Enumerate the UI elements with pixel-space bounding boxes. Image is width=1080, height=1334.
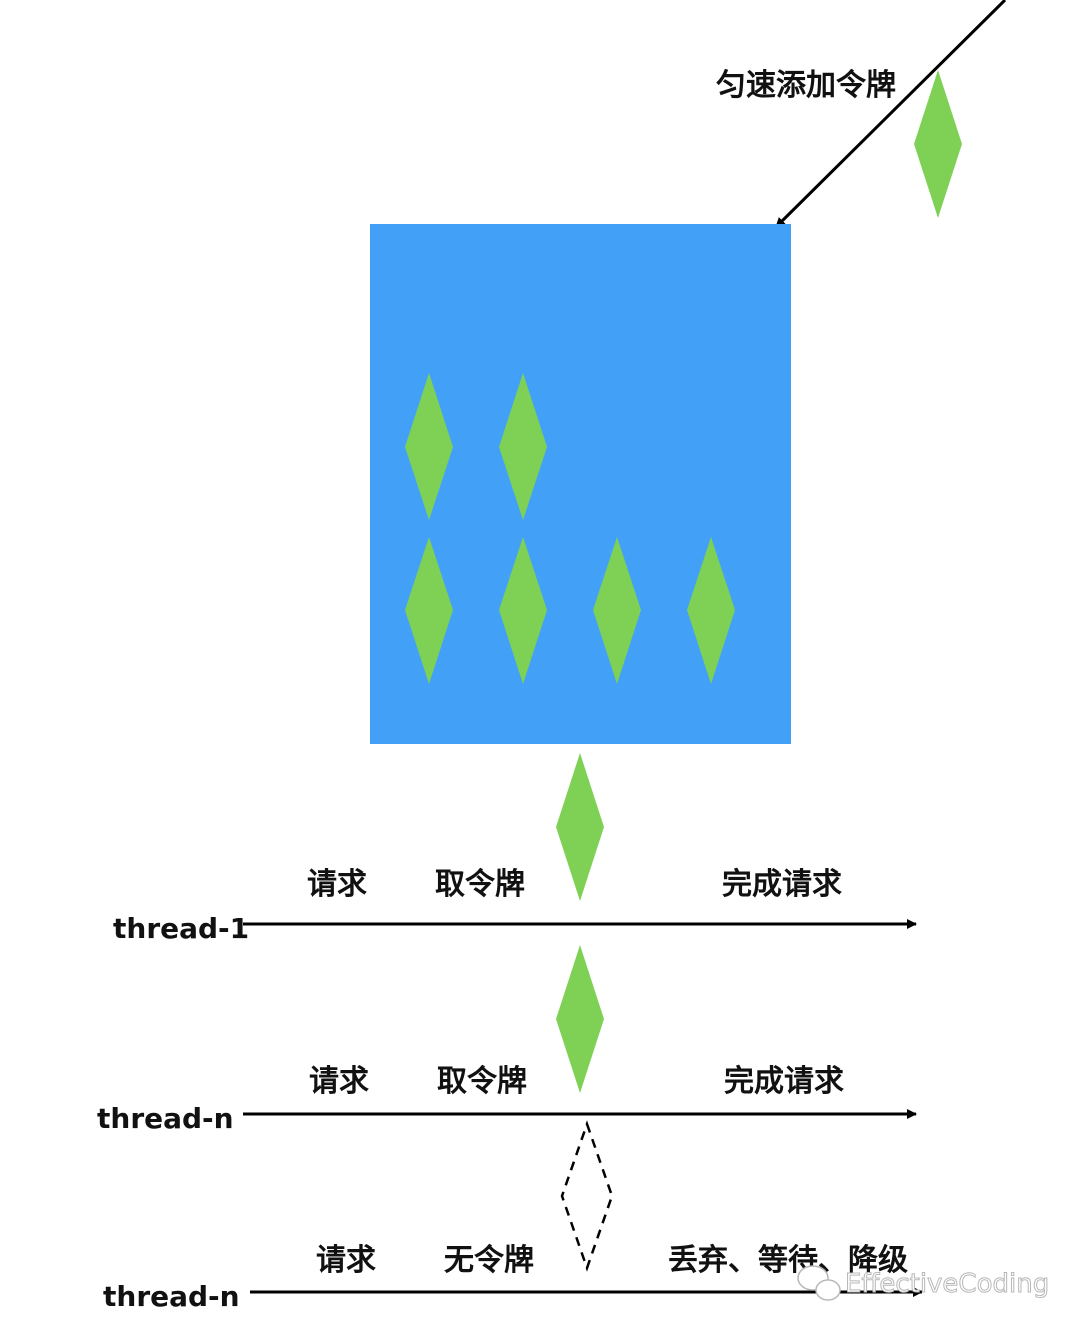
token-inflow-arrow <box>774 0 1007 229</box>
thread-1-token-label: 取令牌 <box>435 867 525 902</box>
thread-n-result-label: 完成请求 <box>724 1064 844 1099</box>
watermark-text: EffectiveCoding <box>845 1269 1049 1299</box>
thread-n-name: thread-n <box>97 1102 234 1135</box>
bucket-token <box>593 537 641 684</box>
thread-rejected-result-label: 丢弃、等待、降级 <box>668 1243 908 1278</box>
thread-rejected-request-label: 请求 <box>316 1243 376 1278</box>
bucket-token <box>499 537 547 684</box>
bucket-token <box>499 373 547 520</box>
thread-rejected-token-label: 无令牌 <box>444 1243 534 1278</box>
taken-token-thread-1 <box>556 753 604 901</box>
thread-1-name: thread-1 <box>113 912 249 945</box>
wechat-watermark: EffectiveCoding <box>797 1265 1050 1301</box>
bucket-token <box>405 373 453 520</box>
thread-1-request-label: 请求 <box>307 867 367 902</box>
missing-token <box>560 1120 614 1272</box>
add-tokens-label: 匀速添加令牌 <box>716 68 896 103</box>
incoming-token <box>914 70 962 218</box>
thread-rejected-name: thread-n <box>103 1280 240 1313</box>
thread-1-result-label: 完成请求 <box>722 867 842 902</box>
thread-n-request-label: 请求 <box>309 1064 369 1099</box>
wechat-icon <box>797 1265 841 1301</box>
thread-n-token-label: 取令牌 <box>437 1064 527 1099</box>
bucket-token <box>405 537 453 684</box>
taken-token-thread-n <box>556 945 604 1093</box>
bucket-token <box>687 537 735 684</box>
